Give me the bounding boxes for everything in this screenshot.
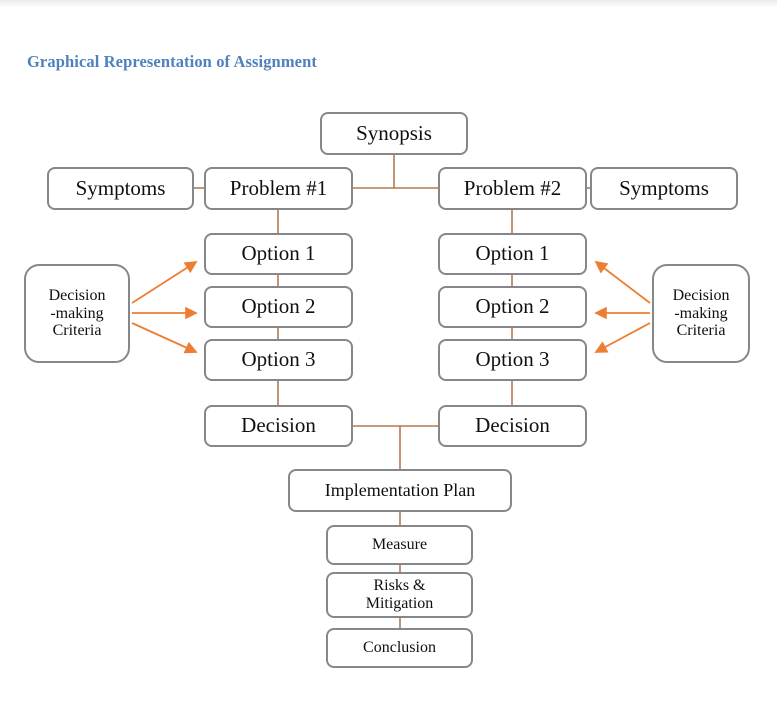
node-symptoms-right-label: Symptoms: [619, 175, 709, 200]
node-symptoms-left[interactable]: Symptoms: [47, 167, 194, 210]
node-right-option-2[interactable]: Option 2: [438, 286, 587, 328]
node-left-option-1-label: Option 1: [241, 241, 316, 266]
node-criteria-right-label: Decision -making Criteria: [672, 286, 730, 340]
page-title: Graphical Representation of Assignment: [27, 52, 317, 71]
node-conclusion[interactable]: Conclusion: [326, 628, 473, 668]
node-left-option-1[interactable]: Option 1: [204, 233, 353, 275]
node-decision-right[interactable]: Decision: [438, 405, 587, 447]
node-decision-left[interactable]: Decision: [204, 405, 353, 447]
node-conclusion-label: Conclusion: [363, 639, 436, 657]
node-decision-right-label: Decision: [475, 413, 550, 438]
node-criteria-left-label: Decision -making Criteria: [48, 286, 106, 340]
arrow-criteriaright-roption3: [594, 322, 651, 353]
node-problem-2[interactable]: Problem #2: [438, 167, 587, 210]
node-left-option-2-label: Option 2: [241, 294, 316, 319]
node-decision-left-label: Decision: [241, 413, 316, 438]
node-implementation-plan-label: Implementation Plan: [324, 480, 476, 501]
node-problem-2-label: Problem #2: [463, 175, 562, 200]
node-synopsis-label: Synopsis: [356, 120, 432, 145]
node-symptoms-right[interactable]: Symptoms: [590, 167, 738, 210]
node-symptoms-left-label: Symptoms: [75, 175, 166, 200]
top-edge-strip: [0, 0, 777, 8]
arrow-criteriaright-roption1: [594, 260, 651, 304]
node-measure[interactable]: Measure: [326, 525, 473, 565]
node-right-option-1-label: Option 1: [475, 241, 550, 266]
arrow-criterialeft-option3: [131, 322, 198, 354]
arrow-criterialeft-option1: [131, 261, 198, 304]
node-risks-mitigation-label: Risks & Mitigation: [365, 577, 434, 612]
node-measure-label: Measure: [371, 536, 428, 554]
node-left-option-2[interactable]: Option 2: [204, 286, 353, 328]
node-synopsis[interactable]: Synopsis: [320, 112, 468, 155]
node-right-option-3-label: Option 3: [475, 347, 550, 372]
node-implementation-plan[interactable]: Implementation Plan: [288, 469, 512, 512]
node-right-option-1[interactable]: Option 1: [438, 233, 587, 275]
node-left-option-3[interactable]: Option 3: [204, 339, 353, 381]
node-left-option-3-label: Option 3: [241, 347, 316, 372]
node-problem-1[interactable]: Problem #1: [204, 167, 353, 210]
node-criteria-left[interactable]: Decision -making Criteria: [24, 264, 130, 363]
node-problem-1-label: Problem #1: [229, 175, 328, 200]
node-criteria-right[interactable]: Decision -making Criteria: [652, 264, 750, 363]
node-risks-mitigation[interactable]: Risks & Mitigation: [326, 572, 473, 618]
node-right-option-2-label: Option 2: [475, 294, 550, 319]
node-right-option-3[interactable]: Option 3: [438, 339, 587, 381]
